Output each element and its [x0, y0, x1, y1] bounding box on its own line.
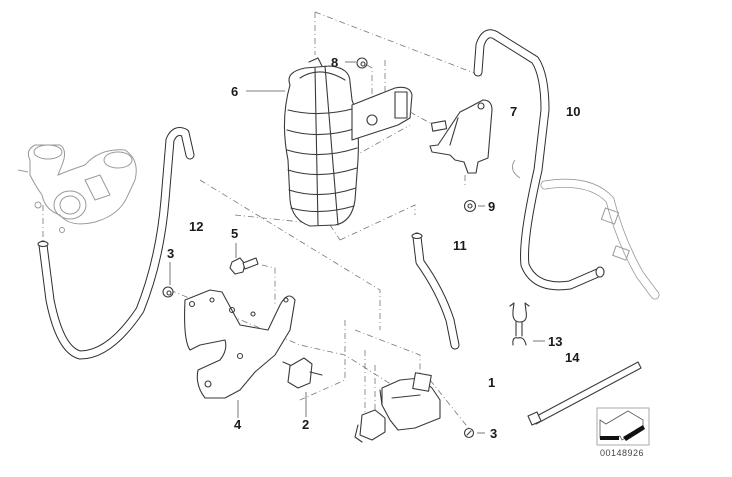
- callout-labels: 6 8 7 10 9 12 5 11 3 13 14 1 4 2 3: [167, 55, 580, 441]
- cable-tie-14: [527, 361, 642, 426]
- bracket-4: [184, 289, 296, 418]
- holder-7: [409, 99, 493, 174]
- callout-8: 8: [331, 55, 338, 70]
- pressure-converter-1: [354, 372, 441, 443]
- bolt-5: [229, 243, 259, 275]
- turbocharger-illustration: [17, 144, 137, 233]
- callout-6: 6: [231, 84, 238, 99]
- context-hose-illustration: [511, 159, 660, 300]
- callout-13: 13: [548, 334, 562, 349]
- callout-12: 12: [189, 219, 203, 234]
- nut-3-upper: [162, 262, 174, 298]
- nut-3-lower: [463, 427, 485, 439]
- nut-9: [463, 199, 485, 213]
- vacuum-hose-12: [37, 127, 195, 360]
- assembly-lines: [42, 11, 483, 431]
- callout-3-upper: 3: [167, 246, 174, 261]
- callout-9: 9: [488, 199, 495, 214]
- callout-5: 5: [231, 226, 238, 241]
- callout-10: 10: [566, 104, 580, 119]
- hose-11: [411, 232, 460, 350]
- vacuum-hose-10: [473, 29, 605, 291]
- callout-3-lower: 3: [490, 426, 497, 441]
- callout-4: 4: [234, 417, 242, 432]
- reference-logo-box: 00148926: [596, 407, 650, 458]
- rubber-mount-2: [282, 357, 323, 417]
- callout-7: 7: [510, 104, 517, 119]
- vacuum-reservoir-6: [283, 57, 413, 227]
- nut-8: [345, 57, 373, 100]
- callout-14: 14: [565, 350, 580, 365]
- callout-2: 2: [302, 417, 309, 432]
- callout-11: 11: [453, 238, 467, 253]
- reference-number: 00148926: [600, 448, 644, 458]
- callout-1: 1: [488, 375, 495, 390]
- hose-clip-13: [509, 302, 545, 346]
